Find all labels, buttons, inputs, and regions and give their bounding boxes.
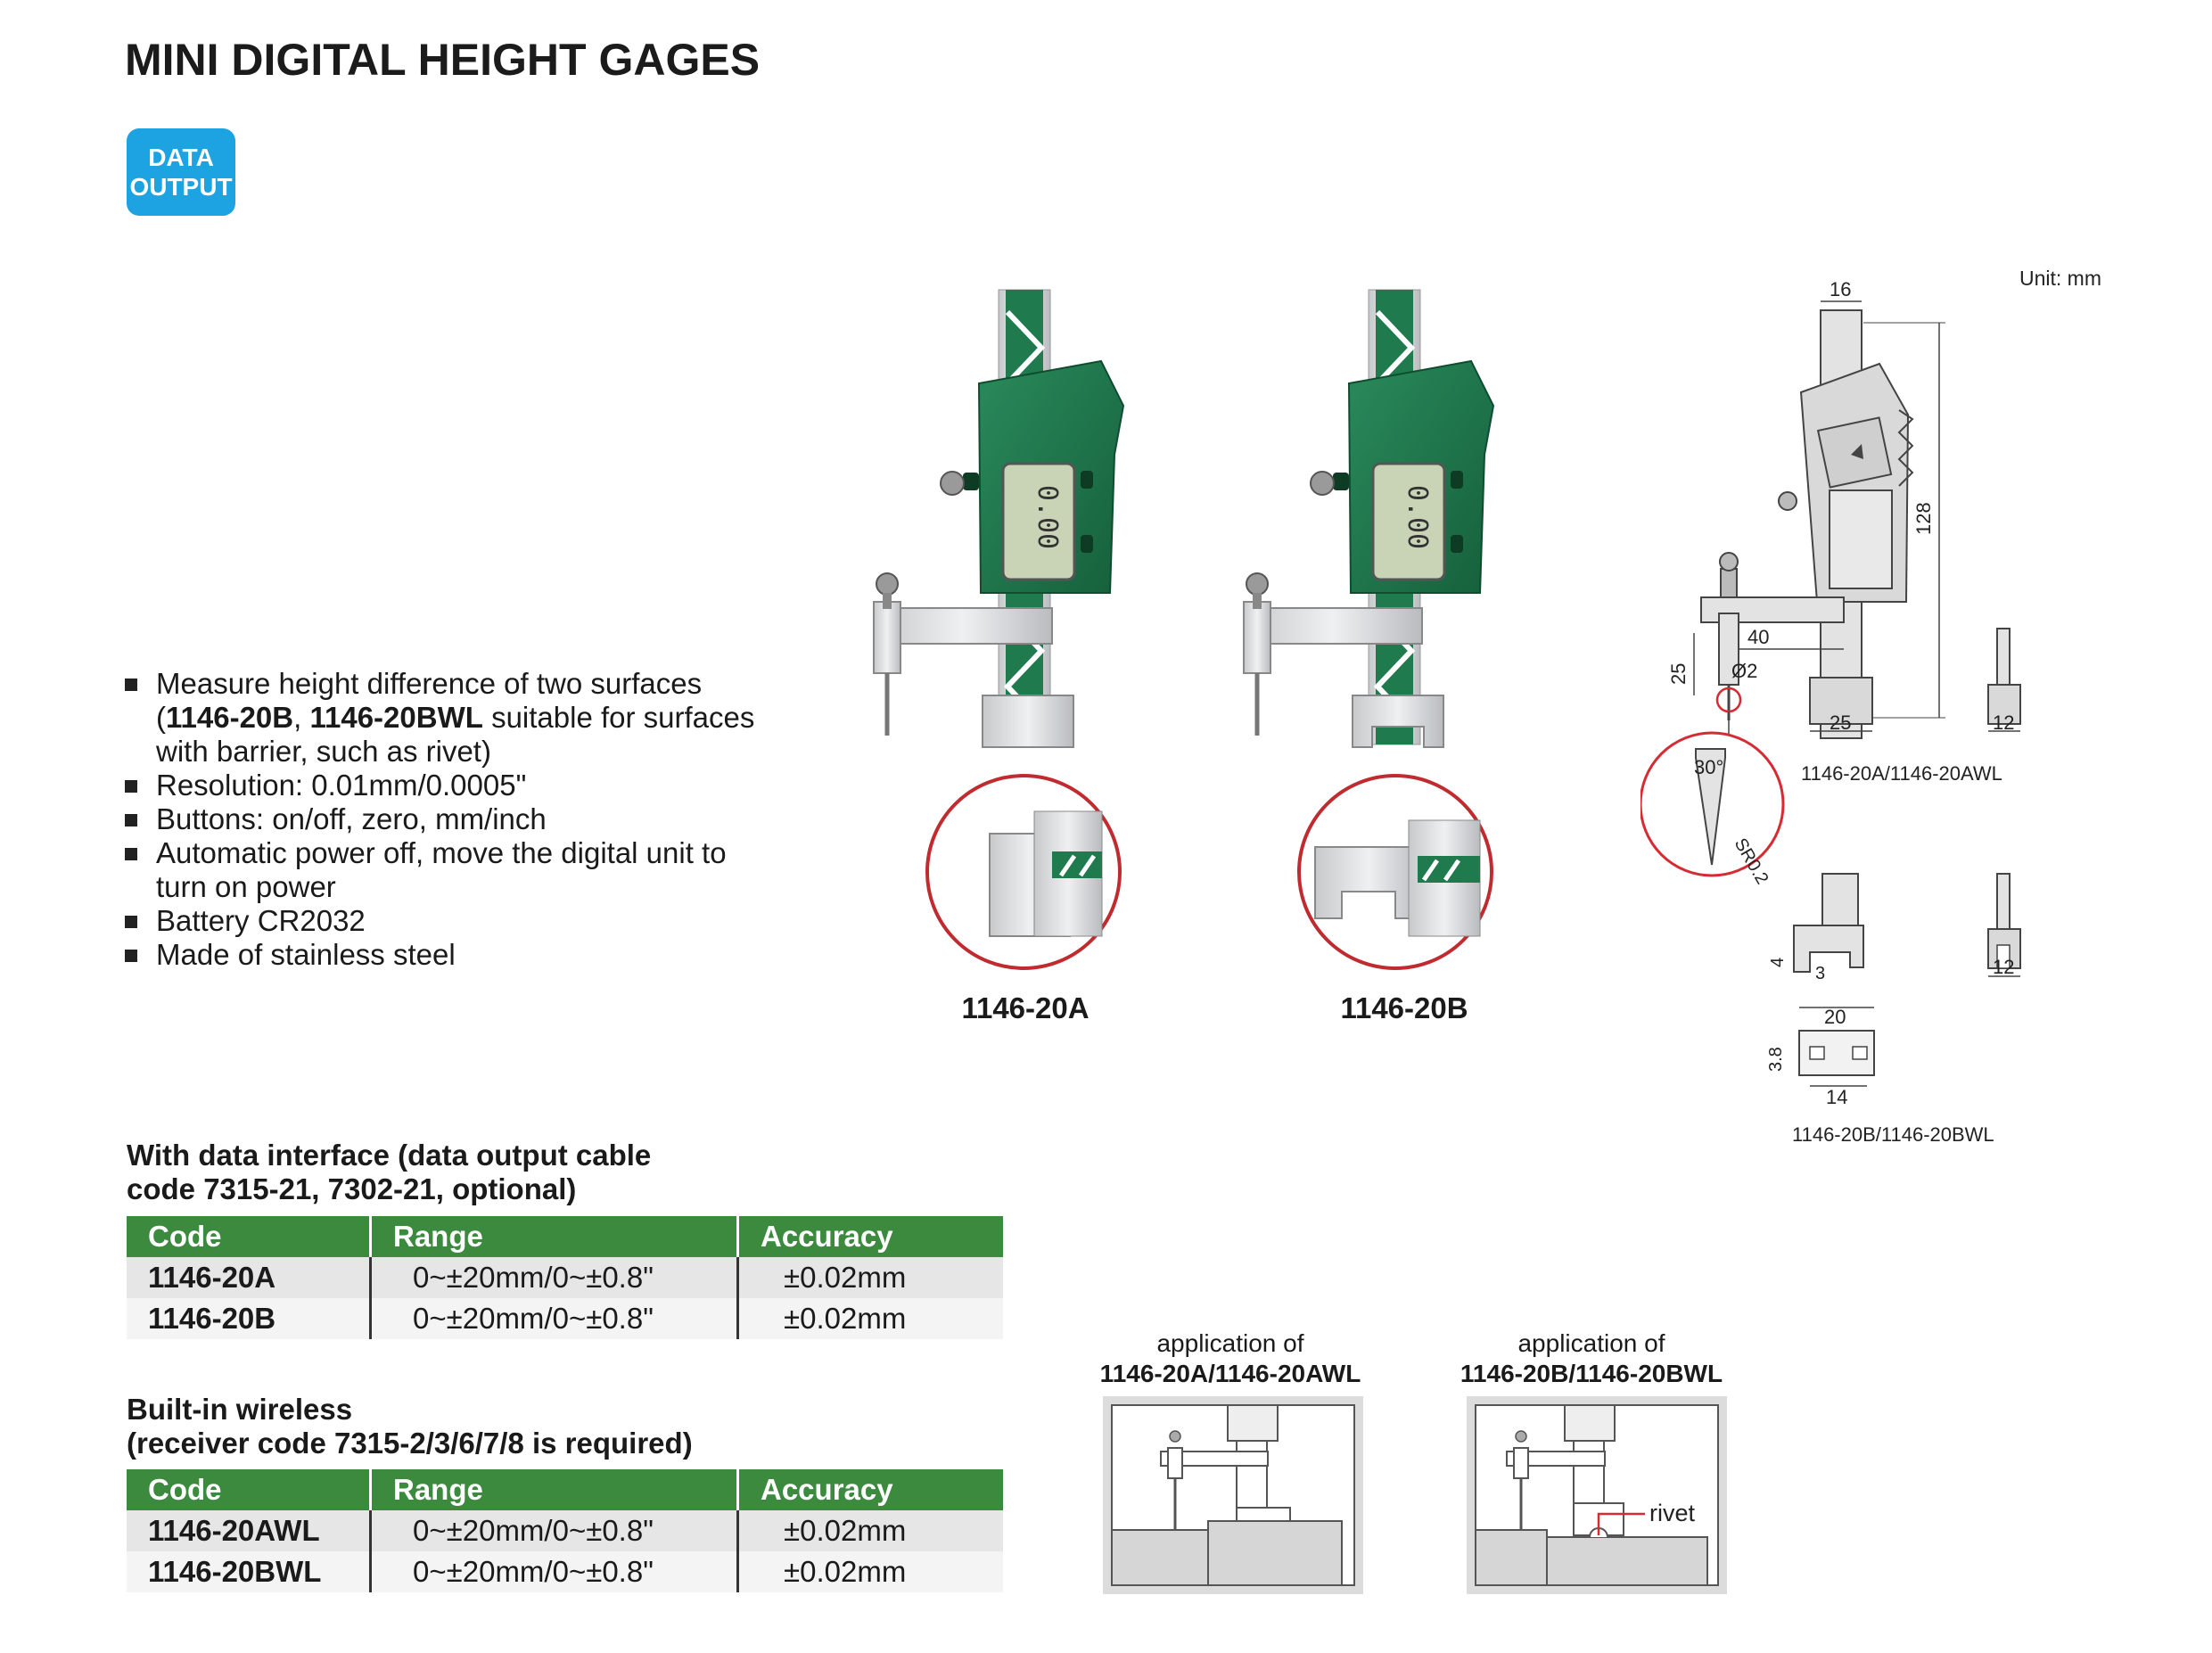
range-cell: 0~±20mm/0~±0.8" [370,1551,739,1592]
dim-25-base: 25 [1830,711,1851,734]
accuracy-cell: ±0.02mm [737,1298,1003,1339]
dim-14: 14 [1826,1086,1847,1108]
feature-text: Measure height difference of two surface… [156,667,703,734]
data-interface-heading: With data interface (data output cable c… [127,1139,651,1206]
badge-line-2: OUTPUT [129,173,233,201]
feature-text: Battery CR2032 [156,904,366,937]
page-title: MINI DIGITAL HEIGHT GAGES [125,35,761,85]
range-cell: 0~±20mm/0~±0.8" [370,1298,739,1339]
application-b-caption: application of 1146-20B/1146-20BWL [1444,1328,1739,1389]
header-range: Range [370,1216,739,1257]
table-header-row: Code Range Accuracy [127,1469,1003,1510]
header-code: Code [127,1216,372,1257]
feature-text: Resolution: 0.01mm/0.0005" [156,769,527,802]
range-cell: 0~±20mm/0~±0.8" [370,1257,739,1298]
wireless-heading-line2: (receiver code 7315-2/3/6/7/8 is require… [127,1427,693,1460]
wireless-heading: Built-in wireless (receiver code 7315-2/… [127,1393,693,1460]
dim-12-b: 12 [1993,956,2014,978]
table-row: 1146-20B 0~±20mm/0~±0.8" ±0.02mm [127,1298,1003,1339]
data-interface-heading-line2: code 7315-21, 7302-21, optional) [127,1172,577,1205]
caption-drawing-b: 1146-20B/1146-20BWL [1792,1123,1994,1146]
application-b-line1: application of [1517,1329,1665,1357]
feature-item: Automatic power off, move the digital un… [125,836,767,904]
dim-40: 40 [1747,626,1769,648]
application-b-line2: 1146-20B/1146-20BWL [1460,1360,1723,1387]
dim-20: 20 [1824,1006,1846,1028]
feature-list: Measure height difference of two surface… [125,667,767,972]
dim-128: 128 [1912,502,1935,535]
badge-line-1: DATA [148,144,214,171]
data-interface-table: Code Range Accuracy 1146-20A 0~±20mm/0~±… [127,1216,1003,1339]
table-row: 1146-20BWL 0~±20mm/0~±0.8" ±0.02mm [127,1551,1003,1592]
caption-1146-20b: 1146-20B [1340,991,1468,1024]
feature-text: , [293,701,310,734]
gauge-a-display: 0.00 [1032,485,1063,549]
caption-drawing-a: 1146-20A/1146-20AWL [1801,762,2002,785]
feature-item: Buttons: on/off, zero, mm/inch [125,802,767,836]
range-cell: 0~±20mm/0~±0.8" [370,1510,739,1551]
wireless-heading-line1: Built-in wireless [127,1393,353,1426]
gauge-b-display: 0.00 [1402,485,1433,549]
header-code: Code [127,1469,372,1510]
code-cell: 1146-20BWL [127,1551,372,1592]
gauge-b-image: 0.00 [1243,289,1495,970]
dim-30deg: 30° [1694,756,1723,778]
table-row: 1146-20AWL 0~±20mm/0~±0.8" ±0.02mm [127,1510,1003,1551]
feature-text: suitable for surfaces with barrier, such… [156,701,755,768]
application-a-caption: application of 1146-20A/1146-20AWL [1083,1328,1377,1389]
table-row: 1146-20A 0~±20mm/0~±0.8" ±0.02mm [127,1257,1003,1298]
application-b-image: rivet [1467,1396,1727,1594]
dim-16: 16 [1830,278,1851,300]
dim-4: 4 [1768,958,1788,967]
accuracy-cell: ±0.02mm [737,1551,1003,1592]
code-cell: 1146-20B [127,1298,372,1339]
feature-item: Measure height difference of two surface… [125,667,767,769]
header-range: Range [370,1469,739,1510]
data-output-badge: DATA OUTPUT [127,128,235,216]
dim-d2: Ø2 [1731,660,1757,682]
table-header-row: Code Range Accuracy [127,1216,1003,1257]
feature-text: Made of stainless steel [156,938,456,971]
feature-item: Battery CR2032 [125,904,767,938]
application-a-line2: 1146-20A/1146-20AWL [1099,1360,1361,1387]
unit-label: Unit: mm [2019,267,2101,290]
caption-1146-20a: 1146-20A [961,991,1089,1024]
code-cell: 1146-20A [127,1257,372,1298]
product-illustrations: 0.00 1146-20A 0.00 [873,289,1495,1024]
feature-text: Automatic power off, move the digital un… [156,836,727,903]
dim-3-8: 3.8 [1766,1047,1786,1072]
accuracy-cell: ±0.02mm [737,1257,1003,1298]
dim-25-vertical: 25 [1667,663,1690,685]
feature-text: Buttons: on/off, zero, mm/inch [156,802,547,835]
accuracy-cell: ±0.02mm [737,1510,1003,1551]
rivet-label: rivet [1649,1500,1696,1526]
feature-item: Resolution: 0.01mm/0.0005" [125,769,767,802]
feature-model-code: 1146-20B [166,701,294,734]
feature-model-code: 1146-20BWL [309,701,483,734]
gauge-a-image: 0.00 [873,289,1125,970]
header-accuracy: Accuracy [737,1469,1003,1510]
technical-drawing: Unit: mm 16 128 40 Ø2 25 25 12 [1640,267,2101,1146]
header-accuracy: Accuracy [737,1216,1003,1257]
drawing-main-view: 16 128 40 Ø2 25 25 12 30° SR0.2 1146-20A… [1640,278,2021,888]
code-cell: 1146-20AWL [127,1510,372,1551]
wireless-table: Code Range Accuracy 1146-20AWL 0~±20mm/0… [127,1469,1003,1592]
application-a-image [1103,1396,1363,1594]
data-interface-heading-line1: With data interface (data output cable [127,1139,652,1172]
drawing-b-view: 4 3 12 20 3.8 14 1146-20B/1146-20BWL [1766,873,2021,1146]
feature-item: Made of stainless steel [125,938,767,972]
dim-12-a: 12 [1993,711,2014,734]
application-a-line1: application of [1156,1329,1304,1357]
dim-3: 3 [1815,964,1825,983]
